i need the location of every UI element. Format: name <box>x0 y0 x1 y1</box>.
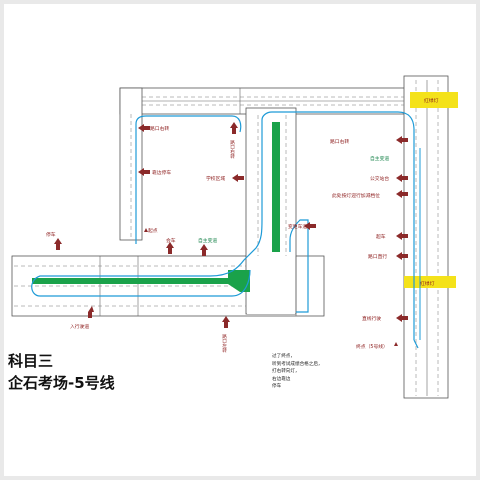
horizontal-median <box>32 278 232 284</box>
paper-sheet <box>4 4 476 476</box>
label-bus-stop: 公交站台 <box>370 175 389 182</box>
title-block: 科目三 企石考场-5号线 <box>8 350 115 394</box>
traffic-light-bottom <box>404 276 456 288</box>
arrow-enter-lane <box>86 306 94 318</box>
lane-markings <box>14 80 439 396</box>
label-stop-car: 停车 <box>46 231 56 238</box>
label-meet-car: 会车 <box>166 237 176 244</box>
label-enter-lane: 入行驶道 <box>70 323 89 330</box>
label-straight: 路口直行 <box>368 253 387 260</box>
arrow-turn-bottom <box>222 316 230 328</box>
label-start: 起点 <box>148 228 158 234</box>
traffic-lights <box>404 92 458 288</box>
label-traffic-light-top: 红绿灯 <box>424 97 439 104</box>
label-end: 终点（5号线） <box>356 343 388 350</box>
label-pull-over: 靠边停车 <box>152 169 171 176</box>
label-turn-top: 路口右转 <box>150 125 169 132</box>
note-line: 听到考试成绩合格之后， <box>272 361 323 367</box>
vertical-median <box>272 122 280 252</box>
note-line: 右边靠边 <box>272 376 291 382</box>
arrow-lane-change-2 <box>304 222 316 230</box>
arrow-lane-change <box>200 244 208 256</box>
arrow-pedestrian <box>396 190 408 198</box>
medians <box>32 122 280 292</box>
arrow-bus <box>396 174 408 182</box>
label-lane-change-1: 自主变道 <box>198 237 217 244</box>
label-right-turn-right: 路口右转 <box>330 138 349 145</box>
label-straight-drive: 直线行驶 <box>362 315 381 322</box>
arrow-end <box>394 342 398 346</box>
arrow-turn-top <box>138 124 150 132</box>
label-traffic-light-bottom: 红绿灯 <box>420 280 435 287</box>
direction-arrows <box>54 122 408 346</box>
note-line: 打右转向灯， <box>272 369 300 375</box>
right-vertical-road <box>403 75 449 399</box>
arrow-pull-over <box>138 168 150 176</box>
end-notes: 过了终点， 听到考试成绩合格之后， 打右转向灯， 右边靠边 停车 <box>272 353 323 391</box>
label-school-zone: 学校区域 <box>206 175 225 182</box>
label-lane-change-3: 自主变道 <box>370 155 389 162</box>
label-turn-vertical: 路口右转 <box>230 139 235 160</box>
title-course: 企石考场-5号线 <box>8 374 115 392</box>
note-line: 停车 <box>272 384 282 390</box>
note-line: 过了终点， <box>272 354 295 359</box>
arrow-school <box>232 174 244 182</box>
arrow-straight <box>396 252 408 260</box>
title-subject: 科目三 <box>8 352 54 370</box>
arrow-meet <box>166 242 174 254</box>
label-overtake: 超车 <box>376 233 386 240</box>
label-turn-bottom: 路口左转 <box>222 333 227 354</box>
arrow-right-turn-right <box>396 136 408 144</box>
median-end-island <box>228 270 250 292</box>
arrow-stop <box>54 238 62 250</box>
traffic-light-top <box>410 92 458 108</box>
arrow-straight-drive <box>396 314 408 322</box>
arrow-turn-vertical <box>230 122 238 134</box>
label-pedestrian: 此处按灯迎行加减档位 <box>332 192 380 199</box>
label-lane-change-2: 变更车道 <box>288 223 307 230</box>
arrow-start <box>144 228 148 232</box>
route-line <box>31 111 419 349</box>
arrow-overtake <box>396 232 408 240</box>
